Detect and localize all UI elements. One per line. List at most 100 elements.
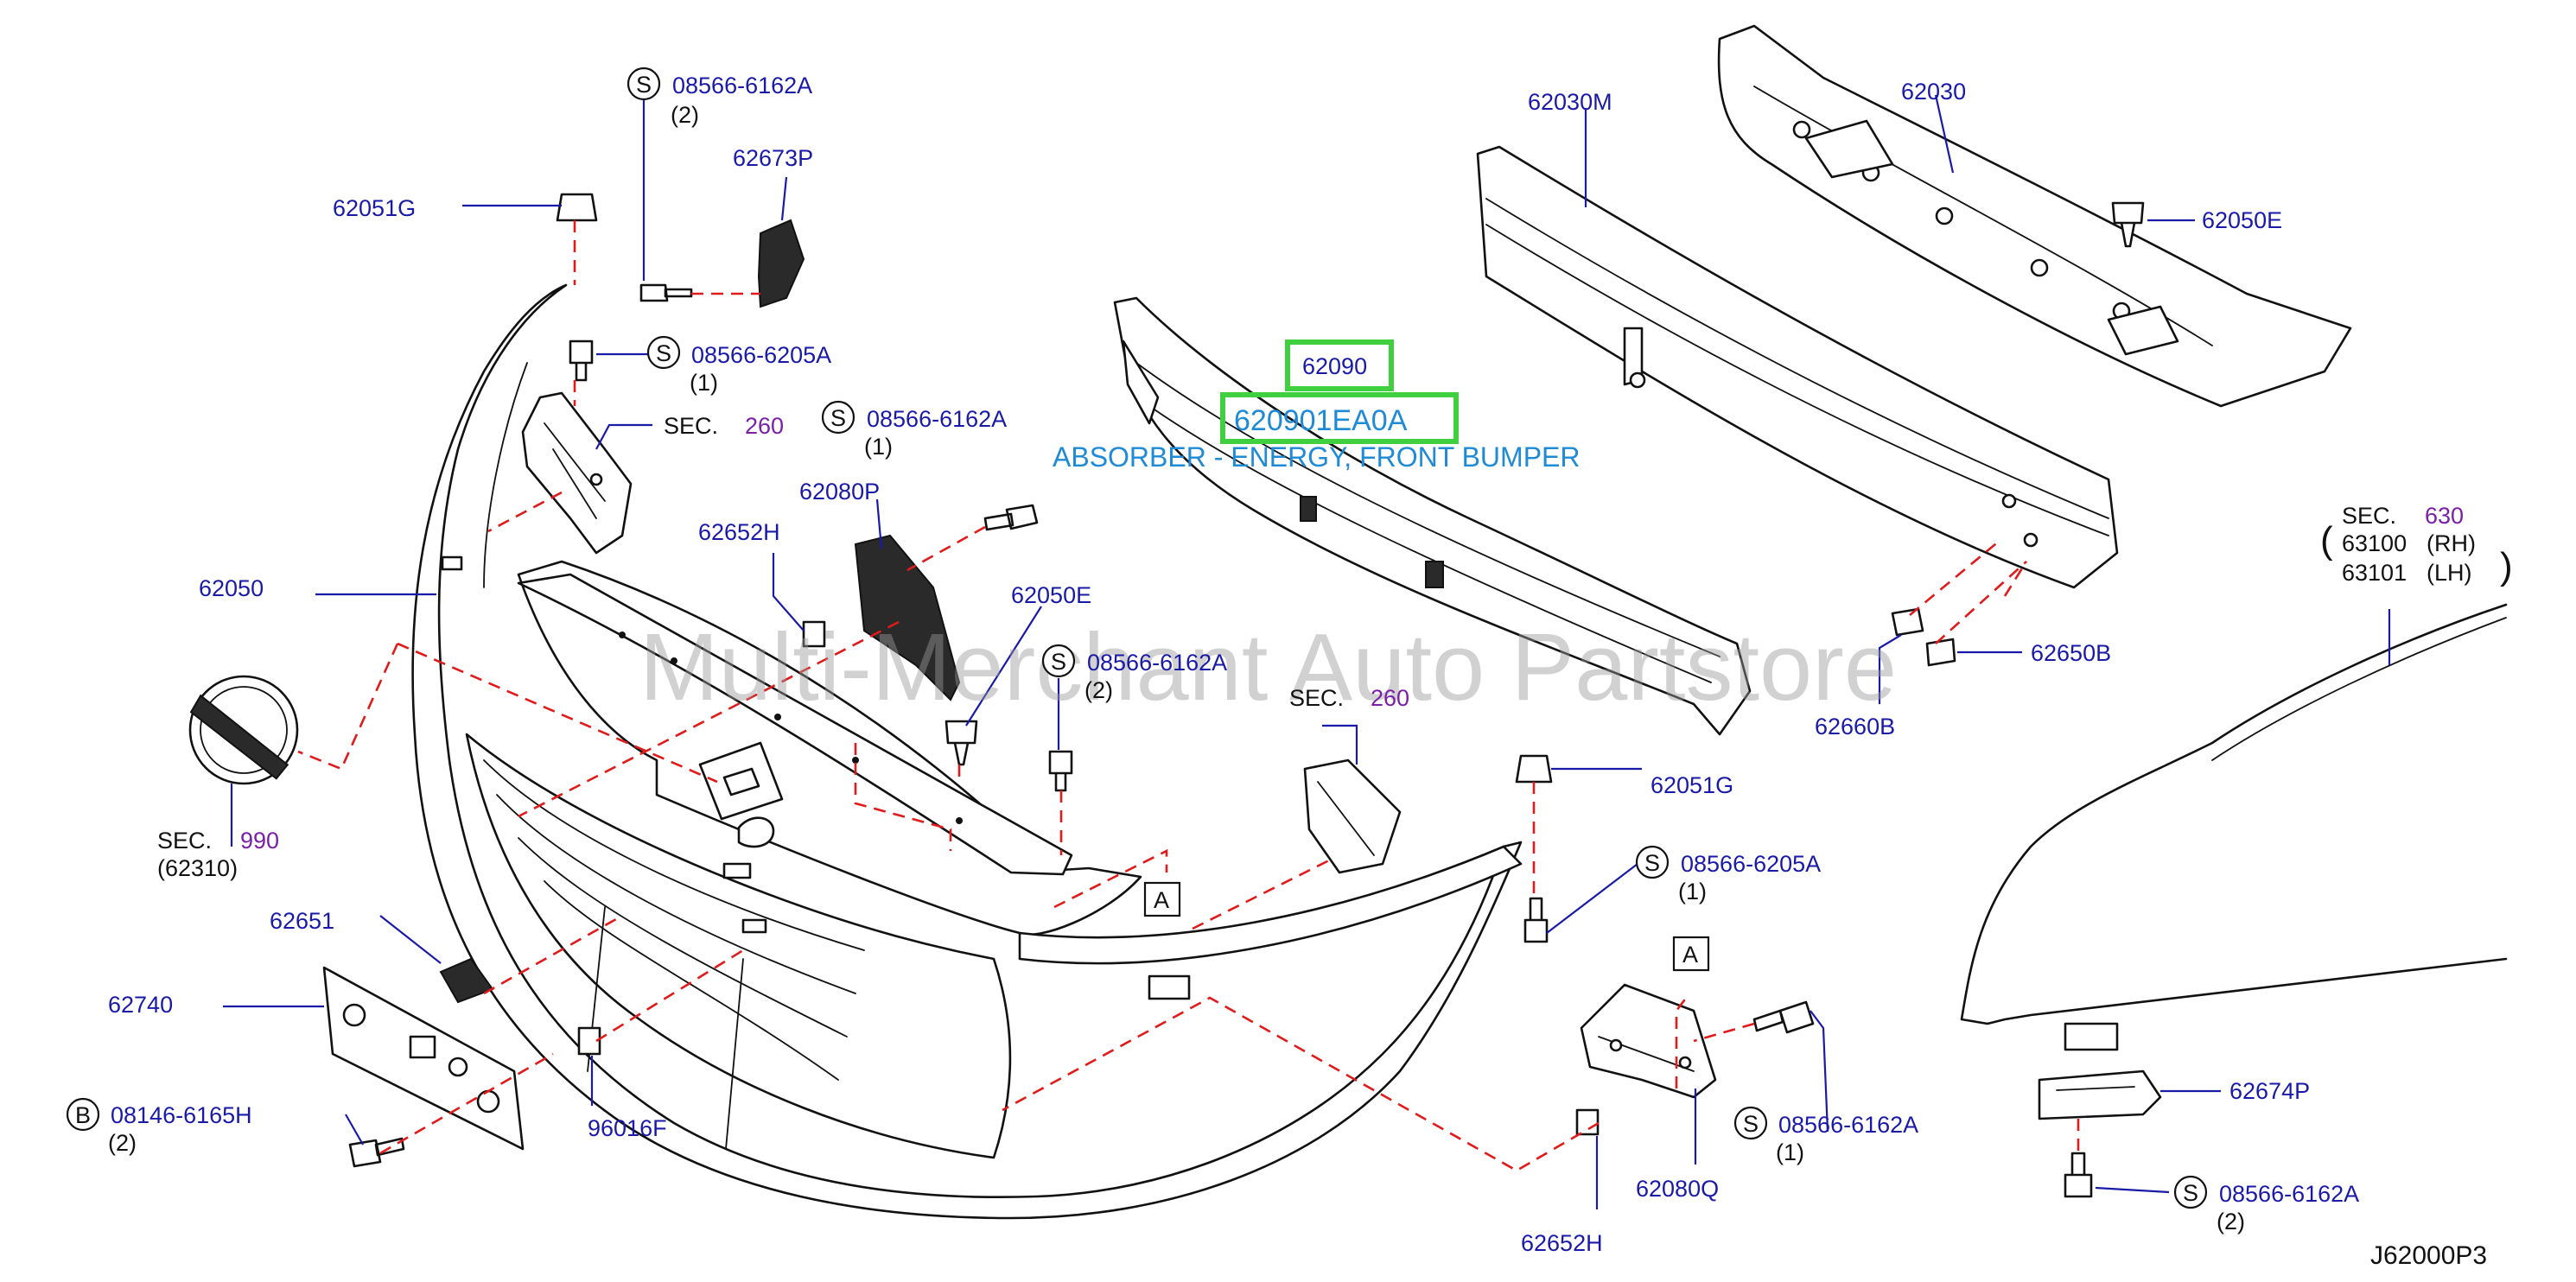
label-62652H-top[interactable]: 62652H xyxy=(698,519,780,545)
screw-symbol-icon xyxy=(1733,1106,1768,1140)
label-62080Q[interactable]: 62080Q xyxy=(1636,1176,1719,1202)
label-62740[interactable]: 62740 xyxy=(108,992,173,1018)
section-ref-630[interactable]: SEC. 630 ( 63100 (RH) 63101 (LH) ) xyxy=(2320,503,2513,587)
callout-08566-6162A-bottom[interactable]: S 08566-6162A (2) xyxy=(2173,1175,2359,1234)
fender-part xyxy=(1960,603,2508,1051)
bolt-08566-6162A-center xyxy=(1048,750,1073,792)
callout-08566-6162A-center[interactable]: S 08566-6162A (2) xyxy=(1041,644,1227,703)
line-art xyxy=(188,24,2508,1220)
part-number: 08566-6205A xyxy=(691,342,831,368)
quantity: (2) xyxy=(108,1130,137,1156)
label-62050E-mid[interactable]: 62050E xyxy=(1011,582,1091,608)
ref-letter: A xyxy=(1682,942,1698,968)
screw-symbol-icon xyxy=(646,335,681,370)
ref-box-icon xyxy=(1672,936,1710,972)
part-number: 08146-6165H xyxy=(111,1102,252,1128)
callout-08146-6165H[interactable]: B 08146-6165H (2) xyxy=(66,1097,252,1156)
nissan-emblem-part xyxy=(188,675,299,785)
label-62051G-left[interactable]: 62051G xyxy=(333,195,416,221)
label-62673P[interactable]: 62673P xyxy=(733,145,813,171)
label-62050[interactable]: 62050 xyxy=(199,575,264,601)
section-prefix: SEC. xyxy=(157,828,212,854)
diagram-code: J62000P3 xyxy=(2370,1241,2487,1270)
quantity: (2) xyxy=(2217,1209,2245,1234)
callout-08566-6162A-mid[interactable]: S 08566-6162A (1) xyxy=(821,400,1007,460)
quantity: (1) xyxy=(864,434,893,460)
upper-bracket-part xyxy=(1717,24,2352,408)
label-62674P[interactable]: 62674P xyxy=(2229,1078,2310,1104)
label-62051G-right[interactable]: 62051G xyxy=(1651,772,1733,798)
part-number: 08566-6205A xyxy=(1681,851,1821,877)
clip-62050E-mid xyxy=(945,720,978,766)
screw-symbol-icon xyxy=(1041,644,1076,678)
symbol-letter: S xyxy=(1051,649,1066,675)
label-62660B[interactable]: 62660B xyxy=(1815,714,1895,739)
trim-62674P-part xyxy=(2038,1069,2162,1120)
label-62652H-bottom[interactable]: 62652H xyxy=(1521,1230,1603,1256)
symbol-letter: S xyxy=(830,405,846,431)
callout-08566-6205A-right[interactable]: S 08566-6205A (1) xyxy=(1635,845,1821,904)
rh-part: 63100 xyxy=(2342,530,2407,556)
highlight-box-part-number xyxy=(1285,340,1394,391)
highlighted-part[interactable]: 62090 620901EA0A ABSORBER - ENERGY, FRON… xyxy=(1053,353,1580,473)
bolt-08566-6162A-bottom xyxy=(2064,1152,2093,1198)
section-ref-260-mid[interactable]: SEC. 260 xyxy=(1289,685,1409,711)
symbol-letter: S xyxy=(1743,1111,1759,1137)
screw-symbol-icon xyxy=(1635,845,1670,879)
section-prefix: SEC. xyxy=(1289,685,1344,711)
callout-08566-6162A-lower[interactable]: S 08566-6162A (1) xyxy=(1733,1106,1918,1165)
labels: S 08566-6162A (2) 62673P 62051G S 08566-… xyxy=(66,67,2513,1270)
bolt-08566-6205A-right xyxy=(1523,897,1549,943)
ref-A-mid[interactable]: A xyxy=(1143,881,1181,917)
bracket-62080Q-part xyxy=(1580,983,1717,1099)
upper-rail-part xyxy=(517,573,1073,876)
lh-part: 63101 xyxy=(2342,560,2407,586)
ref-A-right[interactable]: A xyxy=(1672,936,1710,972)
symbol-letter: S xyxy=(1644,850,1660,876)
lh-label: (LH) xyxy=(2427,560,2472,586)
section-number: 260 xyxy=(1371,685,1409,711)
right-bracket-part xyxy=(1303,758,1402,874)
section-ref-990[interactable]: SEC. 990 (62310) xyxy=(157,828,279,881)
bolt-symbol-icon xyxy=(66,1097,100,1132)
energy-absorber-part xyxy=(1113,296,1752,736)
ref-letter: A xyxy=(1154,887,1169,913)
highlight-oem-number: 620901EA0A xyxy=(1234,404,1408,437)
label-62030M[interactable]: 62030M xyxy=(1528,89,1612,115)
symbol-letter: B xyxy=(75,1102,91,1128)
part-number: 08566-6162A xyxy=(1087,650,1227,676)
bolt-62650B xyxy=(1925,638,1956,667)
callout-08566-6205A-left[interactable]: S 08566-6205A (1) xyxy=(646,335,831,396)
section-ref-260-left[interactable]: SEC. 260 xyxy=(664,413,784,439)
screw-symbol-icon xyxy=(821,400,855,435)
part-number: 08566-6162A xyxy=(867,406,1007,432)
nut-62660B xyxy=(1891,607,1924,637)
fasteners xyxy=(348,193,2145,1198)
label-62651[interactable]: 62651 xyxy=(270,908,334,934)
screw-symbol-icon xyxy=(627,67,661,101)
label-96016F[interactable]: 96016F xyxy=(588,1115,667,1141)
section-number: 260 xyxy=(745,413,784,439)
label-62030[interactable]: 62030 xyxy=(1901,79,1966,105)
symbol-letter: S xyxy=(656,340,671,366)
bolt-08566-6205A-left xyxy=(569,340,594,382)
clip-62051G-left xyxy=(556,193,598,222)
clip-62050E-right xyxy=(2111,201,2145,248)
clip-62652H-top-part xyxy=(802,620,826,648)
callout-08566-6162A-top[interactable]: S 08566-6162A (2) xyxy=(627,67,812,128)
part-number: 08566-6162A xyxy=(2219,1181,2359,1207)
label-62050E-right[interactable]: 62050E xyxy=(2202,207,2282,233)
bolt-08566-6162A-top xyxy=(639,283,693,302)
clip-62051G-right xyxy=(1515,754,1553,784)
quantity: (2) xyxy=(671,102,699,128)
section-prefix: SEC. xyxy=(664,413,718,439)
rh-label: (RH) xyxy=(2427,530,2476,556)
left-bracket-part xyxy=(521,391,633,555)
quantity: (2) xyxy=(1084,677,1113,703)
label-62650B[interactable]: 62650B xyxy=(2031,640,2111,666)
screw-symbol-icon xyxy=(2173,1175,2208,1209)
label-62080P[interactable]: 62080P xyxy=(799,479,880,505)
part-number: 08566-6162A xyxy=(672,73,812,98)
bracket-open: ( xyxy=(2320,519,2333,562)
